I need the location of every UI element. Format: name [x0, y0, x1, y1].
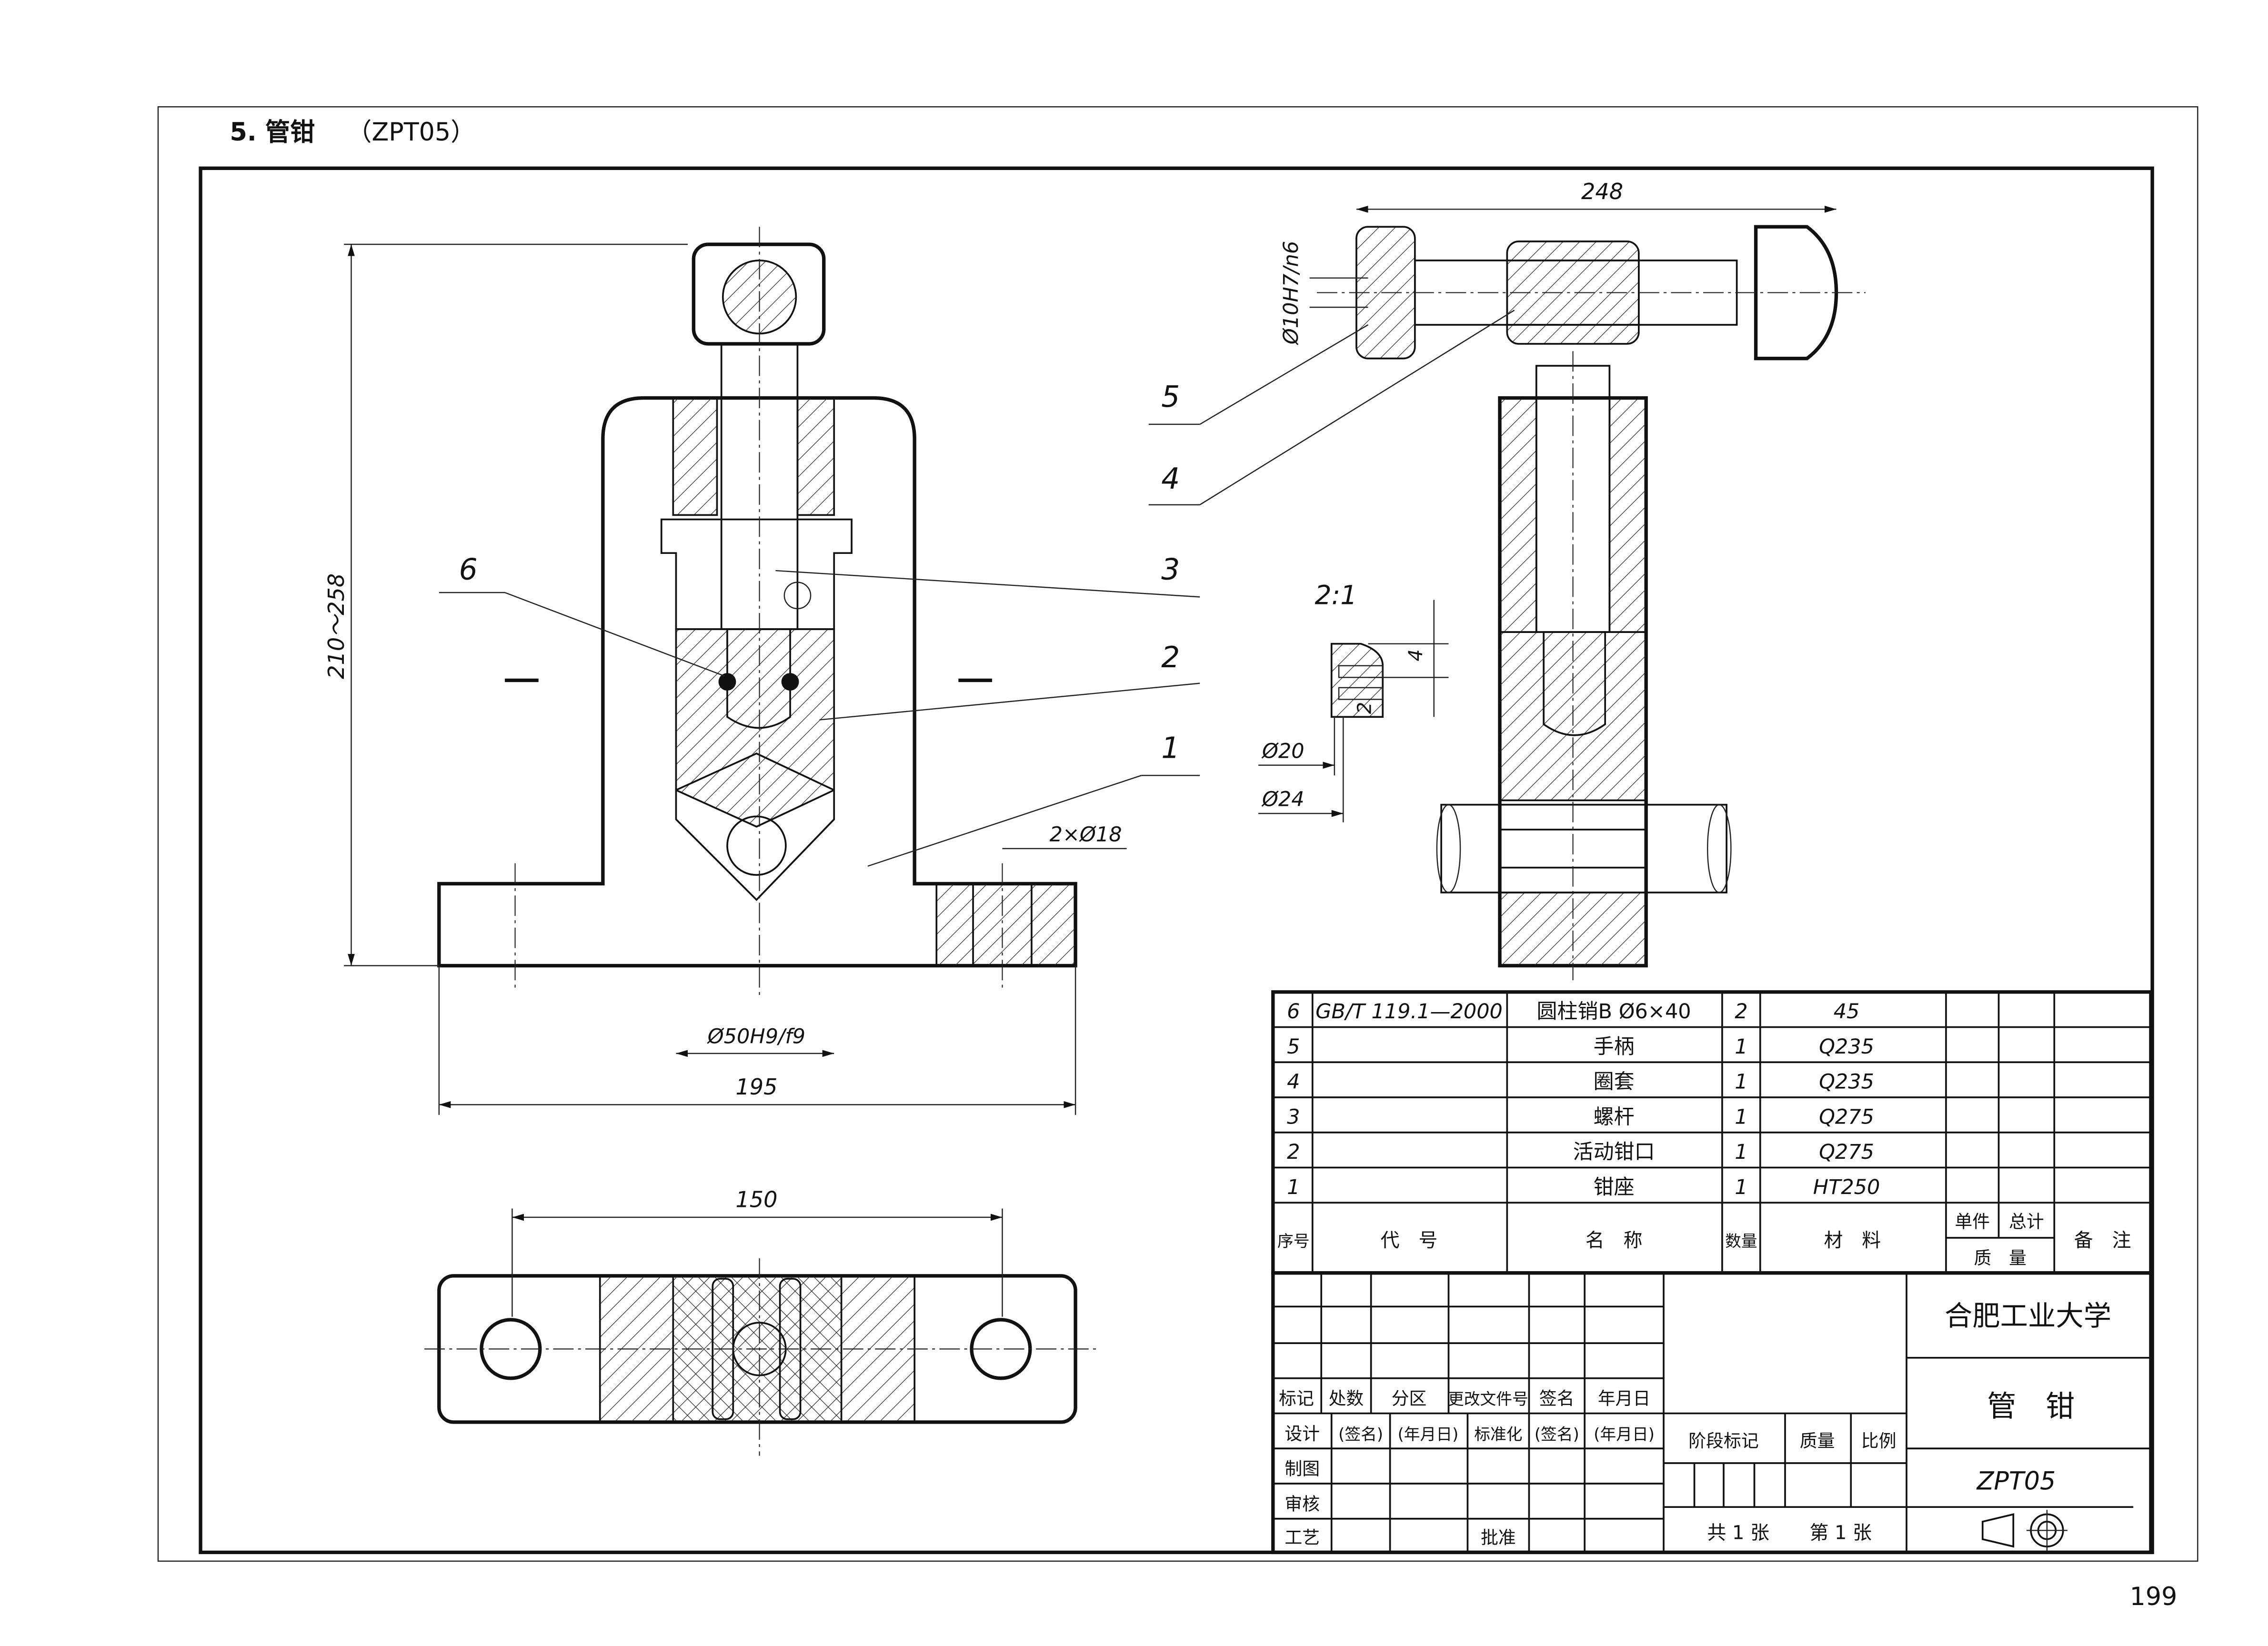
- part-no: 3: [1287, 1105, 1300, 1129]
- svg-text:名 称: 名 称: [1586, 1229, 1643, 1251]
- part-material: Q235: [1819, 1035, 1874, 1059]
- part-no: 5: [1287, 1035, 1300, 1059]
- label-check: 审核: [1285, 1494, 1320, 1514]
- part-code: GB/T 119.1—2000: [1315, 1000, 1503, 1024]
- parts-list: 6 GB/T 119.1—2000 圆柱销B Ø6×40 2 45 5 手柄 1…: [1271, 990, 2153, 1275]
- part-material: Q275: [1819, 1105, 1874, 1129]
- parts-row-6: 6 GB/T 119.1—2000 圆柱销B Ø6×40 2 45: [1287, 1000, 1859, 1024]
- sheets-total: 共 1 张: [1707, 1522, 1769, 1544]
- top-view: 150: [424, 1186, 1098, 1456]
- svg-text:代 号: 代 号: [1381, 1229, 1438, 1251]
- label-mark: 标记: [1279, 1388, 1314, 1409]
- balloon-2: 2: [1161, 641, 1180, 674]
- balloon-3: 3: [1161, 553, 1180, 587]
- label-sign: 签名: [1539, 1388, 1575, 1409]
- label-count: 处数: [1329, 1388, 1364, 1409]
- design-date: (年月日): [1398, 1425, 1459, 1444]
- part-qty: 1: [1735, 1140, 1747, 1164]
- parts-row-3: 3 螺杆 1 Q275: [1287, 1105, 1874, 1129]
- label-date: 年月日: [1598, 1388, 1651, 1409]
- svg-text:序号: 序号: [1277, 1232, 1310, 1250]
- projection-symbol-icon: [1981, 1510, 2067, 1551]
- parts-row-1: 1 钳座 1 HT250: [1287, 1175, 1880, 1199]
- dim-4: 4: [1405, 649, 1427, 661]
- dim-top-width: 150: [735, 1186, 777, 1212]
- dim-height: 210～258: [323, 573, 349, 679]
- part-name: 螺杆: [1594, 1105, 1635, 1129]
- part-no: 1: [1287, 1175, 1300, 1199]
- dim-pin-fit: Ø10H7/n6: [1279, 241, 1303, 345]
- svg-text:材 料: 材 料: [1824, 1229, 1881, 1251]
- label-draw: 制图: [1285, 1459, 1320, 1479]
- svg-text:总计: 总计: [2009, 1211, 2044, 1232]
- label-scale: 比例: [1861, 1431, 1897, 1451]
- svg-text:备 注: 备 注: [2074, 1229, 2131, 1251]
- part-no: 2: [1287, 1140, 1300, 1164]
- balloon-1: 1: [1161, 731, 1180, 765]
- section-title: 5. 管钳: [230, 118, 315, 147]
- dim-d20: Ø20: [1261, 739, 1305, 763]
- dim-d24: Ø24: [1261, 788, 1305, 812]
- standard-sign: (签名): [1535, 1425, 1579, 1444]
- drawing-name: 管 钳: [1987, 1390, 2075, 1424]
- side-view: 248 Ø10H7/n6 5 4: [1148, 179, 1866, 981]
- part-qty: 1: [1735, 1035, 1747, 1059]
- detail-view: 2:1 4 2 Ø20 Ø24: [1258, 581, 1449, 823]
- sheet-number: 第 1 张: [1809, 1522, 1872, 1544]
- parts-header: 序号 代 号 名 称 数量 材 料 单件 总计 质 量 备 注: [1277, 1211, 2131, 1268]
- label-stage: 阶段标记: [1688, 1431, 1758, 1451]
- design-sign: (签名): [1338, 1425, 1383, 1444]
- part-name: 钳座: [1594, 1175, 1635, 1199]
- page-border: [157, 106, 2198, 1562]
- part-material: HT250: [1813, 1175, 1880, 1199]
- svg-text:质 量: 质 量: [1974, 1248, 2027, 1268]
- part-name: 圈套: [1594, 1070, 1635, 1094]
- part-no: 4: [1287, 1070, 1300, 1094]
- svg-text:单件: 单件: [1955, 1211, 1990, 1232]
- school-name: 合肥工业大学: [1945, 1300, 2111, 1332]
- balloon-6: 6: [459, 553, 478, 587]
- label-standard: 标准化: [1474, 1425, 1522, 1444]
- label-approve: 批准: [1481, 1527, 1516, 1548]
- part-name: 圆柱销B Ø6×40: [1537, 1000, 1691, 1024]
- balloon-4: 4: [1161, 462, 1180, 496]
- label-zone: 分区: [1392, 1388, 1427, 1409]
- label-mass: 质量: [1800, 1431, 1835, 1451]
- part-name: 手柄: [1594, 1035, 1635, 1059]
- dim-handle-length: 248: [1581, 179, 1623, 204]
- dim-width: 195: [735, 1074, 777, 1100]
- part-qty: 1: [1735, 1070, 1747, 1094]
- part-name: 活动钳口: [1573, 1140, 1655, 1164]
- part-no: 6: [1287, 1000, 1300, 1024]
- part-material: Q275: [1819, 1140, 1874, 1164]
- page-number: 199: [2130, 1583, 2178, 1611]
- parts-row-2: 2 活动钳口 1 Q275: [1287, 1140, 1874, 1164]
- label-change-doc: 更改文件号: [1448, 1390, 1528, 1408]
- title-block: 标记 处数 分区 更改文件号 签名 年月日 设计 (签名) (年月日) 标准化 …: [1271, 1271, 2153, 1555]
- part-qty: 2: [1735, 1000, 1747, 1024]
- drawing-number: ZPT05: [1976, 1467, 2056, 1495]
- detail-scale: 2:1: [1315, 581, 1357, 611]
- parts-row-5: 5 手柄 1 Q235: [1287, 1035, 1874, 1059]
- part-qty: 1: [1735, 1175, 1747, 1199]
- part-material: 45: [1834, 1000, 1860, 1024]
- dim-holes: 2×Ø18: [1050, 823, 1122, 846]
- section-code: （ZPT05）: [347, 118, 475, 147]
- dim-fit: Ø50H9/f9: [707, 1024, 805, 1048]
- svg-text:数量: 数量: [1725, 1232, 1757, 1250]
- part-material: Q235: [1819, 1070, 1874, 1094]
- parts-row-4: 4 圈套 1 Q235: [1287, 1070, 1874, 1094]
- part-qty: 1: [1735, 1105, 1747, 1129]
- label-design: 设计: [1285, 1424, 1320, 1444]
- balloon-5: 5: [1161, 380, 1180, 414]
- dim-2: 2: [1354, 702, 1376, 714]
- front-view: 210～258 Ø50H9/f9 195 2×Ø18 6 3 2 1: [323, 227, 1200, 1115]
- label-process: 工艺: [1285, 1527, 1320, 1548]
- standard-date: (年月日): [1594, 1425, 1655, 1444]
- drawing-frame: [199, 166, 2154, 1555]
